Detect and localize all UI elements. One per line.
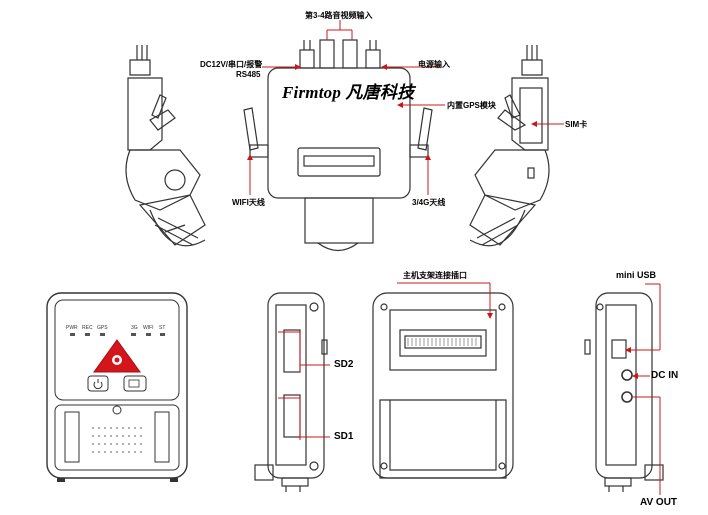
indicator-pwr: PWR bbox=[66, 325, 78, 331]
front-view bbox=[46, 292, 188, 482]
callout-lines bbox=[247, 20, 661, 495]
indicator-st: ST bbox=[159, 325, 166, 331]
back-mount-view bbox=[372, 292, 514, 479]
right-side-ports-view bbox=[584, 292, 664, 492]
indicator-3g: 3G bbox=[131, 325, 138, 331]
label-inputs-34: 第3-4路音视频输入 bbox=[305, 11, 373, 20]
label-mount-port: 主机支架连接插口 bbox=[403, 271, 467, 280]
label-4g-antenna: 3/4G天线 bbox=[412, 198, 446, 207]
indicator-wifi: WIFI bbox=[143, 325, 154, 331]
back-view-center bbox=[243, 39, 433, 252]
label-sd2: SD2 bbox=[334, 359, 354, 370]
label-dc-in: DC IN bbox=[651, 370, 679, 381]
label-power-input: 电源输入 bbox=[418, 60, 450, 69]
indicator-gps: GPS bbox=[97, 325, 108, 331]
side-view-right bbox=[469, 45, 550, 247]
label-gps-module: 内置GPS模块 bbox=[447, 101, 496, 110]
label-mini-usb: mini USB bbox=[616, 270, 657, 280]
label-sd1: SD1 bbox=[334, 431, 354, 442]
side-view-left bbox=[125, 45, 206, 247]
label-av-out: AV OUT bbox=[640, 497, 678, 508]
label-sim-card: SIM卡 bbox=[565, 120, 588, 129]
label-rs485: RS485 bbox=[236, 70, 261, 79]
indicator-rec: REC bbox=[82, 325, 93, 331]
brand-logo-text: Firmtop 凡唐科技 bbox=[282, 83, 415, 102]
label-dc12v: DC12V/串口/报警 bbox=[200, 60, 263, 69]
label-wifi-antenna: WIFI天线 bbox=[232, 198, 265, 207]
left-side-sd-view bbox=[254, 292, 328, 492]
